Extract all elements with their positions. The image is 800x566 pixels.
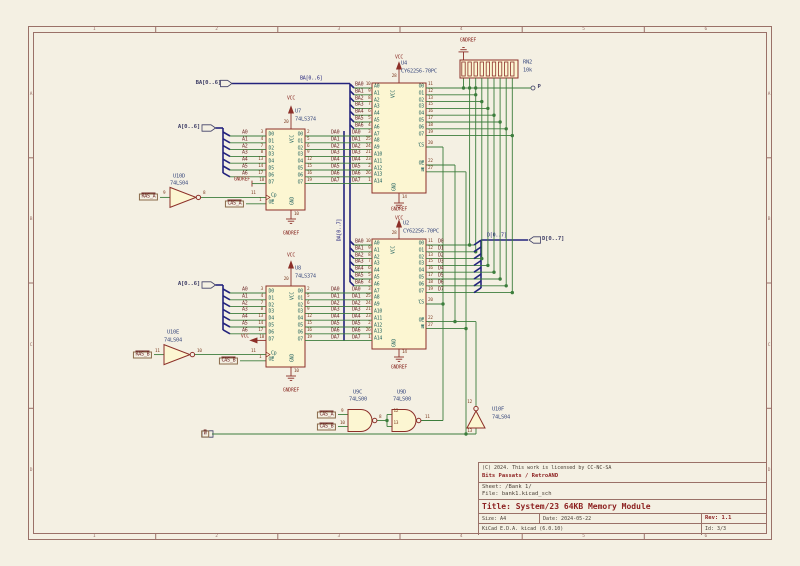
file-name: File: bank1.kicad_sch (482, 491, 552, 497)
hier-pin-ba06 (220, 79, 233, 88)
junction (486, 263, 490, 268)
bus-entry (222, 131, 231, 137)
inverter-u10e (163, 343, 192, 366)
ic-u4-body (371, 82, 427, 194)
sheet-border (28, 26, 772, 540)
bus-entry (473, 239, 482, 246)
bus-entry (222, 158, 231, 164)
bus-entry (349, 274, 355, 280)
resistor-element (497, 61, 503, 77)
bus-entry (222, 315, 231, 321)
bus-entry (222, 144, 231, 151)
ic-u7-body (265, 128, 306, 211)
bus-entry (349, 124, 355, 130)
sheet-title: Title: System/23 64KB Memory Module (482, 502, 651, 511)
paper-size: Size: A4 (482, 515, 507, 522)
wires (154, 78, 477, 435)
bus-entry (473, 259, 482, 267)
junction (467, 243, 472, 247)
bus-entry (349, 247, 355, 253)
bus-entry (222, 322, 231, 328)
author-text: Bits Passats / RetroAND (482, 472, 559, 479)
resistor-element (491, 61, 497, 77)
bus-entry (349, 90, 355, 96)
bus-entry (222, 172, 231, 178)
resistor-element (461, 61, 466, 77)
bus-entry (349, 103, 355, 109)
bus-entry (473, 273, 482, 280)
bus-entry (222, 301, 231, 308)
bus-entry (349, 240, 355, 246)
resistor-element (510, 61, 515, 77)
bus-entry (222, 138, 231, 144)
inverter-bubble (473, 405, 479, 412)
junction (504, 284, 508, 288)
bus-entry (349, 267, 355, 273)
generated-rows (222, 61, 531, 342)
title-block: (C) 2024. This work is licensed by CC-NC… (478, 462, 767, 535)
license-text: (C) 2024. This work is licensed by CC-NC… (482, 464, 612, 471)
nand-bubble (372, 417, 378, 424)
resistor-element (485, 61, 491, 77)
bus-entry (222, 329, 231, 335)
bus-entry (222, 151, 231, 158)
junction (510, 290, 514, 295)
power-symbols (249, 47, 469, 381)
bus-entry (473, 280, 482, 287)
bus-entry (473, 266, 482, 273)
bus-entry (349, 110, 355, 116)
component-bodies (163, 59, 519, 432)
hier-pin-d07 (528, 236, 541, 244)
nand-u9c (347, 409, 373, 432)
resistor-element (479, 61, 484, 77)
resistor-element (504, 61, 509, 77)
ic-u2-body (371, 238, 427, 350)
bus-entry (222, 295, 231, 301)
bus-entry (222, 308, 231, 315)
sheet-date: Date: 2024-05-22 (543, 515, 592, 522)
bus-entry (349, 254, 355, 260)
revision: Rev: 1.1 (705, 515, 732, 521)
nand-u9d (391, 409, 417, 432)
inverter-u10d (169, 186, 198, 209)
clock-mark (265, 194, 271, 201)
junction (492, 270, 496, 274)
bus-entry (473, 246, 482, 253)
inverter-bubble (189, 351, 196, 358)
bus-entry (349, 281, 355, 287)
resistor-element (467, 61, 472, 77)
hier-pin-a06-bottom (201, 281, 217, 289)
junction (480, 256, 484, 261)
resistor-element (473, 61, 478, 77)
bus-entry (222, 165, 231, 171)
bus-entry (222, 288, 231, 294)
sheet-id: Id: 3/3 (705, 525, 727, 532)
bus-entry (349, 117, 355, 123)
hier-pin-a06-top (201, 124, 217, 132)
inverter-u10f (466, 409, 486, 429)
sheet-name: Sheet: /Bank 1/ (482, 484, 532, 490)
bus-entry (349, 260, 355, 266)
p-connector (530, 85, 536, 91)
inverter-bubble (195, 194, 202, 201)
bus-entry (349, 97, 355, 103)
nand-bubble (416, 417, 422, 424)
ic-u8-body (265, 285, 306, 368)
bus-entry (349, 83, 355, 89)
clock-mark (265, 351, 271, 358)
bus-entry (473, 287, 482, 294)
junction (498, 277, 502, 281)
tool-version: KiCad E.D.A. kicad (6.0.10) (482, 525, 564, 532)
bus-entry (473, 253, 482, 260)
hier-pin-w (201, 430, 214, 438)
